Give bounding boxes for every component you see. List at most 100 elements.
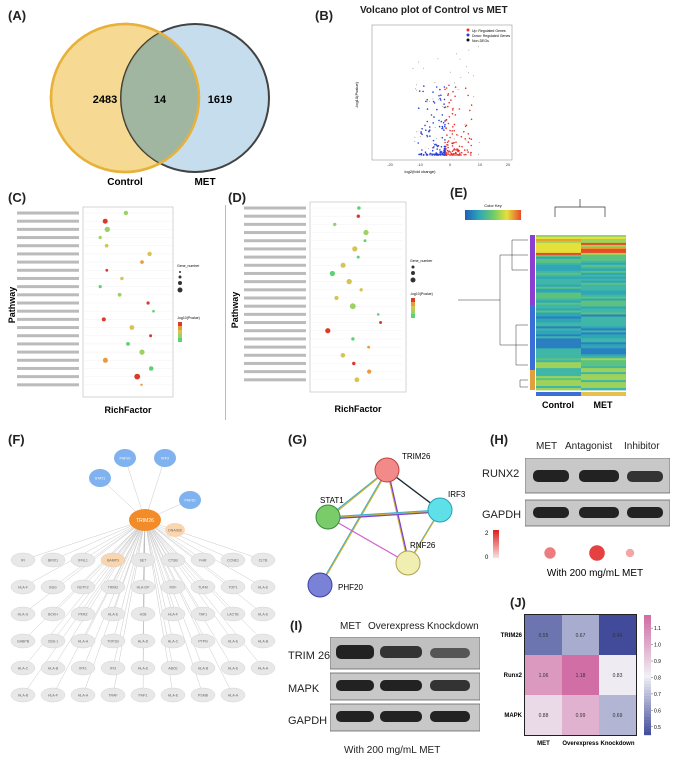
network-top-label: IRF3 — [161, 457, 169, 461]
volcano-point — [435, 152, 438, 154]
network-node — [220, 552, 246, 568]
string-node-rnf26 — [395, 550, 421, 576]
volcano-point — [423, 67, 425, 69]
venn-left-label: Control — [107, 177, 143, 188]
volcano-point — [426, 101, 428, 103]
heatmap-cell — [536, 286, 581, 290]
heatmap-cell — [581, 340, 626, 343]
volcano-point — [453, 123, 456, 126]
volcano-point — [452, 126, 454, 128]
heatmap-cell — [581, 356, 626, 359]
volcano-point — [442, 121, 445, 124]
volcano-point — [473, 96, 475, 98]
volcano-point — [424, 151, 427, 153]
heatmap-cell — [581, 272, 626, 276]
network-node-label: CLTB — [259, 559, 268, 563]
heatmap-cell — [536, 282, 581, 286]
heatmap-cell — [536, 278, 581, 282]
heatmap-cell — [581, 239, 626, 242]
heatmap-cell — [536, 322, 581, 325]
volcano-point — [472, 75, 474, 77]
heatmap-cell — [536, 242, 581, 246]
volcano-point — [420, 152, 423, 155]
volcano-point — [443, 98, 446, 101]
enrichment-dot — [102, 357, 108, 363]
heatmap-cell — [536, 272, 581, 276]
heatmap-cell — [536, 260, 581, 264]
svg-text:Up: Regulated Genes: Up: Regulated Genes — [472, 29, 506, 33]
heatmap-cell — [536, 332, 581, 335]
enrichment-dot — [346, 278, 352, 285]
volcano-point — [417, 107, 420, 109]
svg-text:Non-DEGs: Non-DEGs — [472, 39, 489, 43]
network-node — [70, 579, 96, 595]
volcano-point — [425, 129, 427, 131]
volcano-point — [449, 71, 451, 73]
heatmap-cell — [536, 366, 581, 369]
volcano-point — [449, 151, 452, 153]
heatmap-cell — [536, 340, 581, 343]
heatmap-cell — [536, 386, 581, 389]
network-node — [250, 579, 276, 595]
blot-h-col-inhibitor: Inhibitor — [624, 441, 660, 452]
string-label-irf3: IRF3 — [448, 490, 466, 499]
heatmap-cell — [581, 276, 626, 280]
network-node-label: HLA-B — [198, 667, 209, 671]
heatmap-cell — [536, 290, 581, 293]
volcano-point — [458, 145, 461, 148]
heatmap-cell — [581, 322, 626, 325]
heatmap-j-cell — [562, 655, 599, 695]
volcano-point — [426, 136, 428, 138]
heatmap-j-cell — [562, 695, 599, 735]
string-node-irf3 — [427, 497, 453, 523]
network-node-label: HLA-F — [48, 694, 58, 698]
volcano-point — [447, 146, 449, 149]
network-node-label: TOP1 — [228, 586, 237, 590]
pathway-label — [17, 219, 79, 223]
heatmap-cell — [581, 250, 626, 254]
volcano-point — [446, 134, 448, 136]
network-node-label: NUTF2 — [77, 586, 88, 590]
network-node — [10, 660, 36, 676]
volcano-point — [432, 100, 435, 103]
heatmap-j-cell — [525, 655, 562, 695]
network-node-label: PTPN — [198, 640, 208, 644]
volcano-point — [436, 144, 438, 147]
heatmap-cell — [536, 334, 581, 337]
enrichment-dot — [329, 270, 335, 277]
heatmap-cell — [581, 330, 626, 333]
heatmap-cell — [581, 302, 626, 305]
pathway-label — [244, 288, 306, 292]
pathway-label — [244, 280, 306, 284]
panel-label-i: (I) — [290, 618, 303, 633]
heatmap-cell — [536, 374, 581, 377]
enrichment-dot — [104, 243, 109, 248]
volcano-point — [466, 66, 468, 68]
volcano-point — [420, 154, 423, 156]
network-node — [160, 606, 186, 622]
volcano-point — [463, 130, 465, 133]
volcano-point — [436, 148, 438, 150]
network-node-label: IFI3 — [110, 667, 116, 671]
heatmap-cell — [536, 248, 581, 252]
network-node — [40, 579, 66, 595]
heatmap-cell — [536, 348, 581, 351]
heatmap-cell — [536, 356, 581, 359]
heatmap-cell — [581, 376, 626, 379]
volcano-point — [445, 127, 447, 130]
pathway-label — [244, 206, 306, 210]
volcano-point — [416, 131, 418, 133]
heatmap-color-key — [465, 210, 521, 220]
pathway-label — [17, 366, 79, 370]
volcano-point — [440, 146, 443, 148]
network-node — [10, 552, 36, 568]
heatmap-cell — [581, 306, 626, 309]
network-node — [160, 687, 186, 703]
network-node-label: CCNE1 — [227, 559, 239, 563]
heatmap-cell — [536, 350, 581, 353]
blot-i-col-met: MET — [340, 621, 362, 632]
heatmap-cell — [581, 298, 626, 301]
heatmap-cell — [581, 264, 626, 268]
heatmap-cell — [536, 294, 581, 297]
volcano-point — [433, 116, 435, 118]
